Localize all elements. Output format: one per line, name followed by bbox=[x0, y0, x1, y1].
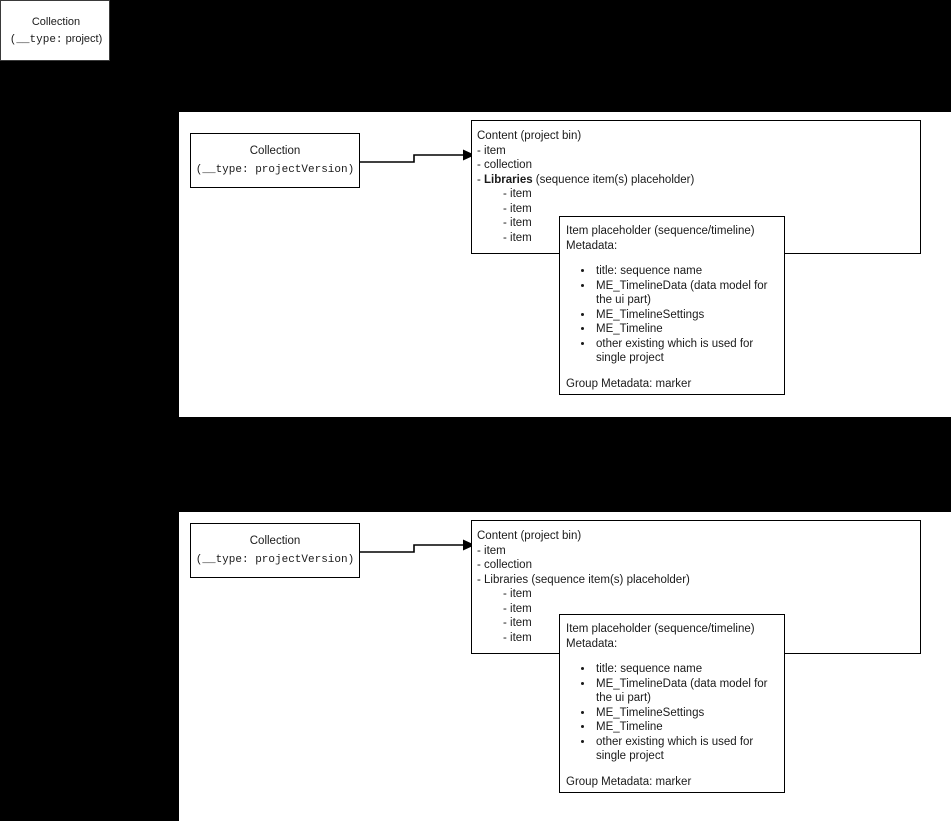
lower-content-subitem: - item bbox=[503, 617, 532, 629]
upper-content-title: Content (project bin) bbox=[477, 130, 582, 142]
upper-placeholder-subtitle: Metadata: bbox=[566, 239, 618, 252]
metadata-item: title: sequence name bbox=[594, 662, 778, 677]
node-collection-project-title: Collection bbox=[31, 16, 81, 28]
upper-connector-arrow bbox=[360, 149, 475, 163]
lower-placeholder-title: Item placeholder (sequence/timeline) bbox=[566, 623, 755, 635]
lower-content-row-collection: - collection bbox=[477, 559, 532, 571]
type-key: (__type: bbox=[195, 554, 249, 566]
lower-content-row-libraries: - Libraries (sequence item(s) placeholde… bbox=[477, 573, 920, 588]
metadata-item: ME_TimelineData (data model for the ui p… bbox=[594, 279, 778, 308]
upper-content-row-collection: - collection bbox=[477, 159, 532, 171]
lower-placeholder-footer: Group Metadata: marker bbox=[566, 775, 692, 788]
lower-placeholder-metadata-list: title: sequence name ME_TimelineData (da… bbox=[566, 662, 778, 764]
metadata-item: title: sequence name bbox=[594, 264, 778, 279]
lower-content-subitem: - item bbox=[503, 602, 532, 615]
type-key: (__type: bbox=[9, 34, 63, 46]
metadata-item: ME_TimelineData (data model for the ui p… bbox=[594, 677, 778, 706]
lower-content-subitem: - item bbox=[503, 631, 532, 644]
metadata-item: ME_TimelineSettings bbox=[594, 706, 778, 721]
lower-connector-arrow bbox=[360, 539, 475, 553]
metadata-item: ME_Timeline bbox=[594, 720, 778, 735]
libraries-prefix: - bbox=[477, 573, 485, 586]
lower-placeholder-subtitle: Metadata: bbox=[566, 637, 618, 650]
upper-content-row-item: - item bbox=[477, 144, 506, 157]
upper-content-subitem: - item bbox=[503, 202, 532, 215]
upper-placeholder-metadata-list: title: sequence name ME_TimelineData (da… bbox=[566, 264, 778, 366]
upper-collection-node[interactable]: Collection (__type: projectVersion) bbox=[190, 133, 360, 188]
type-value: projectVersion) bbox=[248, 164, 355, 176]
node-collection-project[interactable]: Collection (__type: project) bbox=[1, 1, 111, 62]
upper-placeholder-footer: Group Metadata: marker bbox=[566, 377, 692, 390]
upper-placeholder-title: Item placeholder (sequence/timeline) bbox=[566, 225, 755, 237]
libraries-suffix: (sequence item(s) placeholder) bbox=[528, 573, 690, 586]
metadata-item: other existing which is used for single … bbox=[594, 735, 778, 764]
upper-content-row-libraries: - Libraries (sequence item(s) placeholde… bbox=[477, 173, 920, 188]
lower-content-row-item: - item bbox=[477, 544, 506, 557]
upper-item-placeholder-box[interactable]: Item placeholder (sequence/timeline) Met… bbox=[559, 216, 785, 395]
metadata-item: ME_TimelineSettings bbox=[594, 308, 778, 323]
type-value: project) bbox=[62, 33, 103, 45]
upper-collection-type: (__type: projectVersion) bbox=[196, 160, 354, 179]
lower-item-placeholder-box[interactable]: Item placeholder (sequence/timeline) Met… bbox=[559, 614, 785, 793]
upper-content-subitem: - item bbox=[503, 188, 532, 200]
metadata-item: ME_Timeline bbox=[594, 322, 778, 337]
lower-content-title: Content (project bin) bbox=[477, 530, 582, 542]
node-collection-project-type: (__type: project) bbox=[10, 31, 103, 49]
top-left-panel: Collection (__type: project) bbox=[0, 0, 110, 61]
type-key: (__type: bbox=[195, 164, 249, 176]
libraries-suffix: (sequence item(s) placeholder) bbox=[532, 173, 695, 186]
lower-content-subitem: - item bbox=[503, 588, 532, 600]
libraries-prefix: - bbox=[477, 173, 485, 186]
lower-collection-type: (__type: projectVersion) bbox=[196, 550, 354, 569]
lower-collection-node[interactable]: Collection (__type: projectVersion) bbox=[190, 523, 360, 578]
type-value: projectVersion) bbox=[248, 554, 355, 566]
metadata-item: other existing which is used for single … bbox=[594, 337, 778, 366]
libraries-label: Libraries bbox=[484, 173, 533, 186]
upper-content-subitem: - item bbox=[503, 231, 532, 244]
libraries-label: Libraries bbox=[484, 573, 529, 586]
upper-collection-title: Collection bbox=[249, 145, 301, 157]
upper-content-subitem: - item bbox=[503, 217, 532, 229]
lower-collection-title: Collection bbox=[249, 535, 301, 547]
